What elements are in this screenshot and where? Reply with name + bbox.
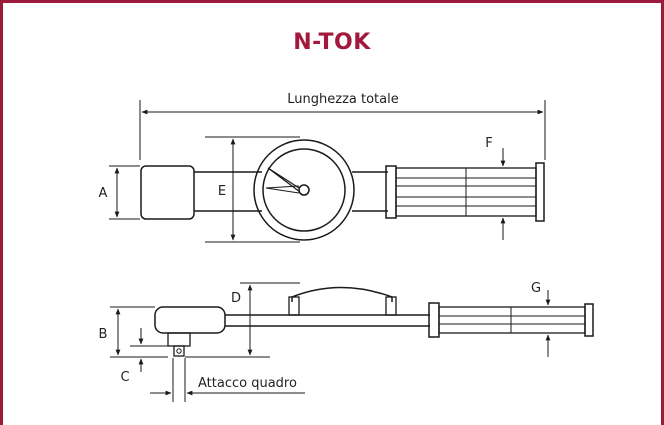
dial-inner [262, 148, 346, 232]
dimension-g-label: G [531, 281, 541, 296]
dimension-b-label: B [99, 327, 108, 342]
frame-border-left [0, 0, 3, 425]
dial-center [298, 184, 310, 196]
dial-needle-2 [265, 185, 300, 194]
dimension-e-label: E [218, 184, 226, 199]
handle-collar [385, 165, 397, 219]
frame-border-right [661, 0, 664, 425]
dimension-a-label: A [99, 186, 108, 201]
square-drive-label: Attacco quadro [198, 376, 297, 391]
dimension-c-label: C [120, 370, 129, 385]
total-length-label: Lunghezza totale [287, 92, 398, 107]
frame-border-top [0, 0, 664, 3]
handle-side [438, 306, 586, 334]
dimension-f-label: F [485, 136, 492, 151]
handle-end-cap [535, 162, 545, 222]
dial-outer [253, 139, 355, 241]
dial-needle-1 [267, 167, 301, 193]
dimension-d-label: D [231, 291, 241, 306]
square-drive [173, 345, 185, 357]
dial-housing-side [291, 286, 393, 302]
wrench-head [140, 165, 195, 220]
diagram-title: N-TOK [293, 30, 371, 55]
wrench-head-side [154, 306, 226, 334]
